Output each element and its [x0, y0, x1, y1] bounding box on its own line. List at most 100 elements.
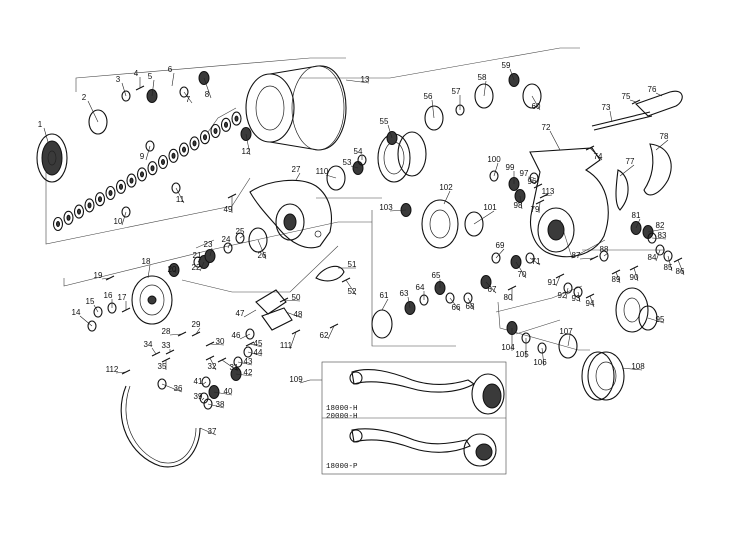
- leader-line: [243, 309, 257, 318]
- leader-line: [147, 264, 151, 279]
- drag-washer-icon: [84, 198, 95, 213]
- part-number-label: 15: [86, 297, 95, 306]
- leader-line: [289, 331, 297, 350]
- washer-icon: [525, 252, 535, 264]
- part-number-label: 76: [648, 85, 657, 94]
- bushing-icon: [463, 292, 473, 304]
- part-number-label: 66: [452, 303, 461, 312]
- collar-icon: [491, 252, 501, 264]
- drag-washer-icon: [136, 167, 148, 182]
- leader-line: [538, 201, 541, 214]
- leader-line: [485, 281, 497, 294]
- handle-long-icon: [349, 369, 505, 415]
- washer-icon: [121, 90, 131, 102]
- part-number-label: 50: [292, 293, 301, 302]
- part-number-label: 1: [38, 120, 43, 129]
- side-cap-icon: [421, 199, 459, 249]
- part-number-label: 33: [162, 341, 171, 350]
- washer-hole-icon: [224, 121, 228, 128]
- washer-hole-icon: [98, 196, 102, 203]
- part-number-label: 51: [348, 260, 357, 269]
- part-number-label: 19: [94, 271, 103, 280]
- leader-line: [209, 357, 217, 371]
- drag-washer-icon: [94, 192, 106, 207]
- part-number-label: 31: [230, 363, 239, 372]
- leader-line: [151, 79, 155, 97]
- guard-icon: [315, 265, 345, 282]
- washer-hole-icon: [56, 221, 60, 227]
- leader-line: [655, 249, 661, 262]
- leader-line: [43, 127, 49, 143]
- leader-line: [121, 82, 127, 97]
- part-number-label: 79: [531, 205, 540, 214]
- washer-icon: [243, 346, 253, 358]
- leader-line: [621, 367, 643, 371]
- part-number-label: 42: [244, 368, 253, 377]
- leader-line: [173, 269, 177, 274]
- part-number-label: 10: [114, 217, 123, 226]
- drag-washer-icon: [178, 142, 190, 157]
- rotor-nut-icon: [377, 131, 427, 183]
- leader-line: [151, 347, 157, 355]
- part-number-label: 18: [142, 257, 151, 266]
- leader-line: [407, 296, 411, 309]
- part-number-label: 69: [496, 241, 505, 250]
- part-number-label: 28: [162, 327, 171, 336]
- leader-line: [235, 373, 253, 377]
- part-number-label: 35: [158, 362, 167, 371]
- leader-line: [87, 100, 99, 123]
- part-number-label: 27: [292, 165, 301, 174]
- leader-line: [197, 258, 202, 263]
- leader-line: [589, 295, 595, 308]
- leader-line: [199, 261, 205, 272]
- drag-washer-icon: [121, 206, 131, 218]
- rotor-cap-icon: [131, 275, 173, 325]
- leader-line: [615, 271, 621, 284]
- drag-washer-icon: [63, 210, 74, 225]
- part-number-label: 98: [514, 201, 523, 210]
- handle-cap-icon: [581, 351, 625, 401]
- part-number-label: 22: [192, 263, 201, 272]
- washer-icon: [573, 286, 583, 298]
- leader-line: [647, 228, 665, 233]
- leader-line: [667, 255, 673, 272]
- leader-line: [543, 194, 553, 197]
- part-number-label: 110: [316, 167, 329, 176]
- o-ring-icon: [424, 105, 444, 131]
- part-number-label: 37: [208, 427, 217, 436]
- leader-line: [161, 383, 183, 393]
- part-number-label: 103: [379, 203, 393, 212]
- part-number-label: 75: [622, 92, 631, 101]
- part-number-label: 45: [254, 339, 263, 348]
- leader-line: [145, 145, 151, 161]
- drag-washer-icon: [52, 216, 64, 232]
- handle-short-icon: [349, 428, 497, 467]
- leader-line: [350, 165, 359, 169]
- washer-icon: [233, 356, 243, 368]
- leader-line: [121, 211, 127, 226]
- part-number-label: 30: [216, 337, 225, 346]
- leader-line: [327, 325, 335, 340]
- washer-icon: [179, 86, 189, 98]
- part-number-label: 102: [439, 183, 453, 192]
- leader-line: [531, 95, 541, 111]
- part-number-label: 32: [208, 362, 217, 371]
- leader-line: [93, 304, 99, 313]
- part-number-label: 83: [658, 231, 667, 240]
- part-number-label: 53: [343, 158, 352, 167]
- part-number-label: 97: [520, 169, 529, 178]
- leader-line: [677, 259, 685, 276]
- part-number-label: 63: [400, 289, 409, 298]
- washer-hole-icon: [108, 190, 113, 196]
- leader-line: [555, 275, 561, 287]
- shaft-icon: [591, 111, 653, 131]
- stopper-icon: [371, 309, 393, 339]
- leader-line: [473, 210, 495, 225]
- part-number-label: 2: [82, 93, 87, 102]
- leader-line: [207, 403, 225, 409]
- part-number-label: 107: [559, 327, 573, 336]
- collar-icon: [655, 244, 665, 256]
- washer-icon: [87, 320, 97, 332]
- leader-line: [655, 139, 669, 151]
- part-number-label: 82: [656, 221, 665, 230]
